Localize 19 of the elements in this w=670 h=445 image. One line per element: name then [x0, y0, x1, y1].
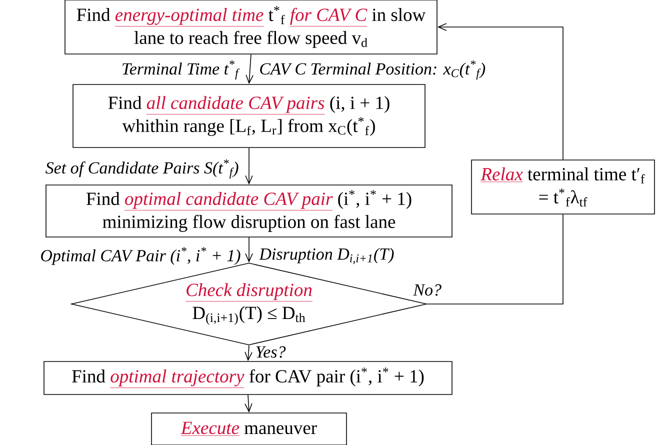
arrow: [244, 345, 252, 362]
process-box: Find optimal trajectory for CAV pair (i$^{*}$, i$^{*}$ + 1): [44, 361, 452, 395]
arrow: [244, 394, 252, 413]
process-box: Execute maneuver: [151, 412, 347, 445]
edge-label: Terminal Time t$^{*}$f: [122, 60, 240, 80]
process-box: Find energy-optimal time t$^{*}$$_{f}$ for CAV C in slow lane to reach free flow speed v$_{d}$: [64, 0, 438, 54]
arrow: [245, 237, 253, 263]
arrow: [245, 148, 253, 185]
edge-label: Set of Candidate Pairs S(t$^{*}$$_{f}$): [46, 159, 238, 179]
edge-label: Yes?: [256, 346, 286, 358]
arrow: [246, 54, 254, 84]
side-label: CAV C Terminal Position: x$_{C}$(t$^{*}$$_{f}$): [260, 60, 486, 80]
process-box: Relax terminal time t′$_{f}$ = t$^{*}$$_{f}$λ$_{tf}$: [471, 160, 655, 214]
arrow: [437, 23, 564, 160]
process-box: Find optimal candidate CAV pair (i$^{*}$, i$^{*}$ + 1) minimizing flow disruption on fast lane: [46, 184, 452, 238]
process-box: Find all candidate CAV pairs (i, i + 1) whithin range [L$_{f}$, L$_{r}$] from x$_{C}$(t$^{*}$$_{f}$): [72, 84, 426, 148]
edge-label: No?: [413, 284, 442, 296]
side-label: Disruption D$_{i,i+1}$(T): [259, 248, 394, 264]
edge-label: Optimal CAV Pair (i$^{*}$, i$^{*}$ + 1): [41, 247, 240, 265]
